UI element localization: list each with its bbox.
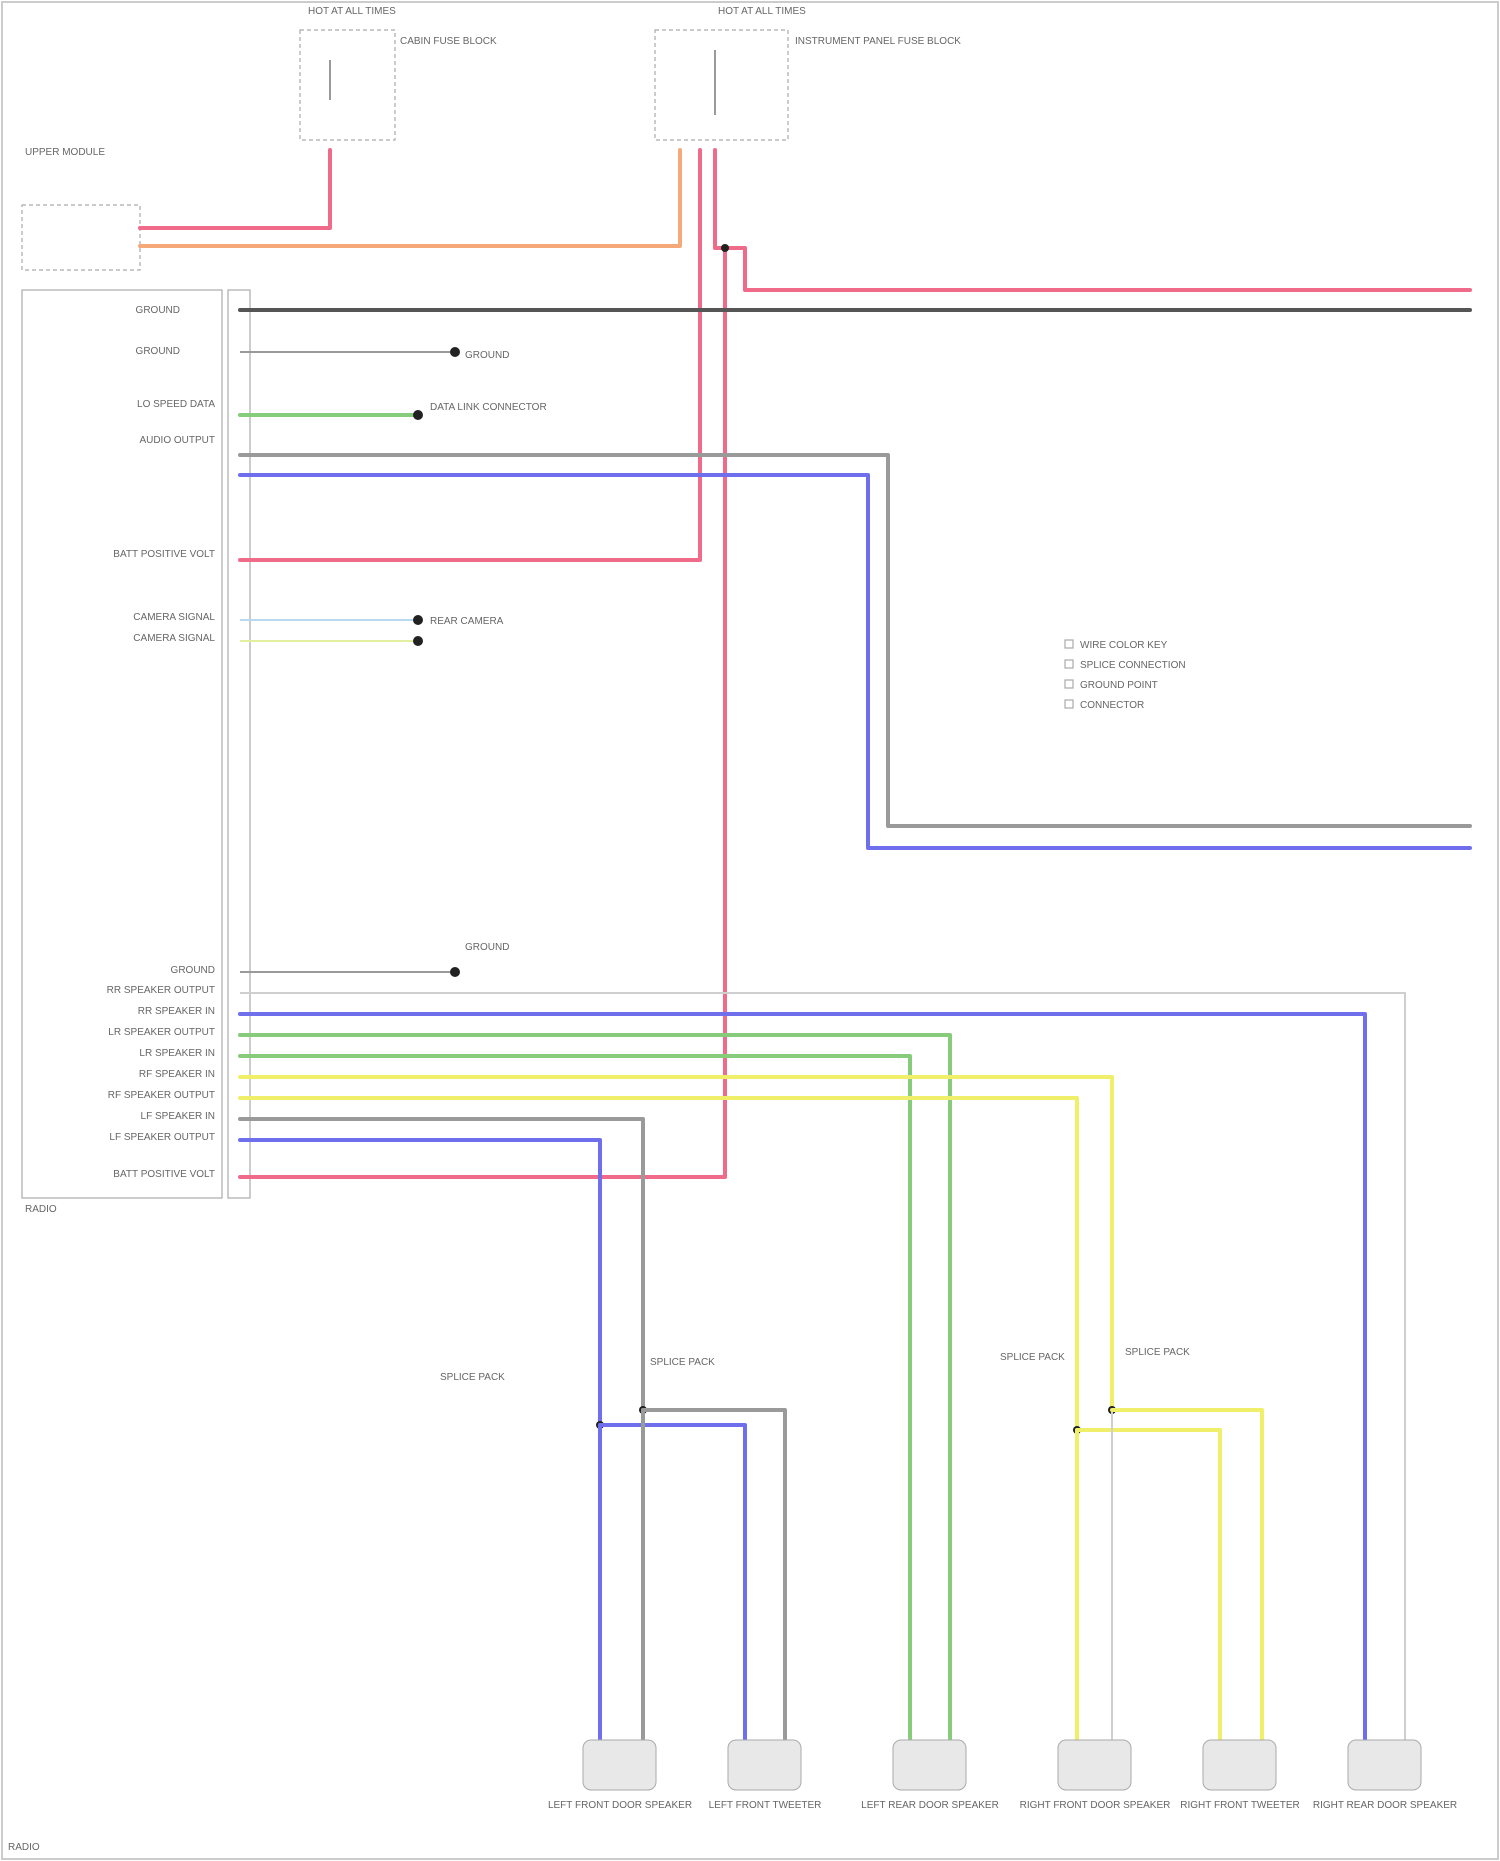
legend-item: CONNECTOR	[1080, 700, 1144, 711]
speaker-icon	[583, 1740, 656, 1790]
wire-lr-in	[240, 1056, 910, 1760]
upper-module: UPPER MODULE	[22, 147, 140, 270]
pin-label: CAMERA SIGNAL	[133, 612, 215, 623]
wire-red-batt-pin-2	[240, 248, 725, 1177]
radio-module-label: RADIO	[25, 1204, 57, 1215]
pin-label: LF SPEAKER OUTPUT	[109, 1132, 215, 1143]
pin-label: RF SPEAKER IN	[139, 1069, 215, 1080]
ground-label-1: GROUND	[465, 350, 509, 361]
speaker-label: LEFT REAR DOOR SPEAKER	[861, 1800, 999, 1811]
splice-left-b-label: SPLICE PACK	[650, 1357, 715, 1368]
left-fuse-header: HOT AT ALL TIMES	[308, 6, 396, 17]
left-fuse-label: CABIN FUSE BLOCK	[400, 36, 497, 47]
pin-label: LO SPEED DATA	[137, 399, 215, 410]
speaker-icon	[1348, 1740, 1421, 1790]
wire-lf-tweeter-gray	[643, 1410, 785, 1760]
speaker-label: LEFT FRONT TWEETER	[709, 1800, 822, 1811]
wire-gray-audio	[240, 455, 1470, 826]
legend-swatch	[1065, 700, 1073, 708]
wire-red-batt-main	[715, 150, 1470, 290]
speaker: LEFT FRONT DOOR SPEAKER	[548, 1740, 692, 1811]
radio-module-box	[22, 290, 222, 1198]
pin-labels: GROUND GROUND LO SPEED DATA AUDIO OUTPUT…	[107, 305, 216, 1180]
speaker-label: LEFT FRONT DOOR SPEAKER	[548, 1800, 692, 1811]
speaker: LEFT REAR DOOR SPEAKER	[861, 1740, 999, 1811]
wire-orange-upper-module	[140, 150, 680, 246]
splice-right-b-label: SPLICE PACK	[1125, 1347, 1190, 1358]
speaker-label: RIGHT REAR DOOR SPEAKER	[1313, 1800, 1457, 1811]
speaker-icon	[1203, 1740, 1276, 1790]
pin-label: BATT POSITIVE VOLT	[113, 1169, 215, 1180]
legend-swatch	[1065, 680, 1073, 688]
wire-rr-in	[240, 1014, 1365, 1760]
right-fuse-label: INSTRUMENT PANEL FUSE BLOCK	[795, 36, 961, 47]
wire-red-upper-module	[140, 150, 330, 228]
pin-label: AUDIO OUTPUT	[139, 435, 215, 446]
splice-left-a-label: SPLICE PACK	[440, 1372, 505, 1383]
speaker: RIGHT FRONT DOOR SPEAKER	[1020, 1740, 1171, 1811]
camera-label: REAR CAMERA	[430, 616, 504, 627]
data-link-node	[413, 410, 423, 420]
camera-node-2	[413, 636, 423, 646]
pin-label: GROUND	[136, 305, 180, 316]
right-fuse-box	[655, 30, 788, 140]
left-fuse-box	[300, 30, 395, 140]
legend-item: GROUND POINT	[1080, 680, 1158, 691]
pin-label: CAMERA SIGNAL	[133, 633, 215, 644]
wire-rf-tweeter-2	[1112, 1410, 1262, 1760]
wire-lf-in	[240, 1119, 643, 1410]
data-link-label: DATA LINK CONNECTOR	[430, 402, 547, 413]
speaker-label: RIGHT FRONT DOOR SPEAKER	[1020, 1800, 1171, 1811]
ground-label-2: GROUND	[465, 942, 509, 953]
pin-label: LR SPEAKER OUTPUT	[108, 1027, 215, 1038]
left-fuse-block: HOT AT ALL TIMES CABIN FUSE BLOCK	[300, 6, 497, 140]
wire-blue-audio	[240, 475, 1470, 848]
ground-point-2	[450, 967, 460, 977]
speaker: LEFT FRONT TWEETER	[709, 1740, 822, 1811]
wire-lf-out	[240, 1140, 600, 1425]
legend-item: WIRE COLOR KEY	[1080, 640, 1168, 651]
speaker-icon	[1058, 1740, 1131, 1790]
radio-connector-strip	[228, 290, 250, 1198]
legend-swatch	[1065, 640, 1073, 648]
pin-label: LR SPEAKER IN	[139, 1048, 215, 1059]
footer-label: RADIO	[8, 1842, 40, 1853]
speaker-icon	[893, 1740, 966, 1790]
speaker: RIGHT REAR DOOR SPEAKER	[1313, 1740, 1457, 1811]
pin-label: RF SPEAKER OUTPUT	[108, 1090, 215, 1101]
radio-module: RADIO	[22, 290, 250, 1215]
wire-rr-out	[240, 993, 1405, 1760]
pin-label: LF SPEAKER IN	[141, 1111, 215, 1122]
ground-point	[450, 347, 460, 357]
camera-node-1	[413, 615, 423, 625]
pin-label: GROUND	[136, 346, 180, 357]
upper-module-box	[22, 205, 140, 270]
pin-label: RR SPEAKER IN	[138, 1006, 215, 1017]
splice-node	[721, 244, 729, 252]
legend: WIRE COLOR KEY SPLICE CONNECTION GROUND …	[1065, 640, 1186, 711]
right-fuse-block: HOT AT ALL TIMES INSTRUMENT PANEL FUSE B…	[655, 6, 961, 140]
speaker-label: RIGHT FRONT TWEETER	[1180, 1800, 1299, 1811]
wire-rf-tweeter-1	[1077, 1430, 1220, 1760]
speaker: RIGHT FRONT TWEETER	[1180, 1740, 1299, 1811]
wire-lf-tweeter-blue	[600, 1425, 745, 1760]
wire-lr-out	[240, 1035, 950, 1760]
legend-item: SPLICE CONNECTION	[1080, 660, 1186, 671]
legend-swatch	[1065, 660, 1073, 668]
right-fuse-header: HOT AT ALL TIMES	[718, 6, 806, 17]
upper-module-label: UPPER MODULE	[25, 147, 105, 158]
splice-right-a-label: SPLICE PACK	[1000, 1352, 1065, 1363]
pin-label: RR SPEAKER OUTPUT	[107, 985, 215, 996]
pin-label: BATT POSITIVE VOLT	[113, 549, 215, 560]
pin-label: GROUND	[171, 965, 215, 976]
speaker-icon	[728, 1740, 801, 1790]
